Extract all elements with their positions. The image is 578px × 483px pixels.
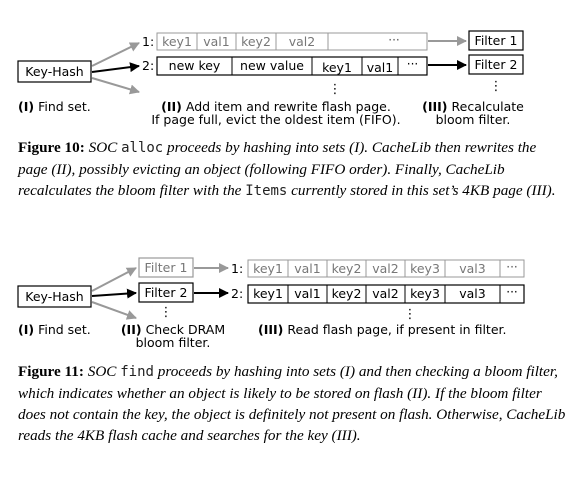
fig11-step-3: (III) Read flash page, if present in fil… bbox=[258, 323, 506, 336]
set-2-val1: val1 bbox=[367, 60, 393, 75]
set-2-new-key: new key bbox=[169, 58, 221, 73]
fig11-step-2-line-2: bloom filter. bbox=[135, 335, 211, 350]
fig11-step-1: (I) Find set. bbox=[18, 323, 91, 336]
key-hash-label: Key-Hash bbox=[25, 64, 83, 79]
figure-10-caption-part-2: proceeds by hashing into sets (I). Cache… bbox=[18, 139, 537, 199]
filters-vdots: ⋮ bbox=[490, 79, 503, 94]
figure-11-caption-code-find: find bbox=[120, 364, 154, 380]
arrow-to-set-3 bbox=[91, 77, 140, 95]
fig10-step-2: (II) Add item and rewrite flash page. If… bbox=[136, 100, 416, 126]
fig11-step-2-line-1: Check DRAM bbox=[145, 322, 226, 337]
figure-11-caption-part-2: proceeds by hashing into sets (I) and th… bbox=[18, 363, 566, 444]
set-2-new-value: new value bbox=[240, 58, 304, 73]
fig10-step-1: (I) Find set. bbox=[18, 100, 91, 113]
fig10-step-1-text: Find set. bbox=[38, 99, 91, 114]
figure-10-caption-code-alloc: alloc bbox=[121, 140, 164, 156]
fig10-step-3-line-1: Recalculate bbox=[451, 99, 524, 114]
fig11-step-2-number: (II) bbox=[120, 322, 142, 337]
set-2-key1: key1 bbox=[322, 60, 352, 75]
fig10-step-3: (III) Recalculate bloom filter. bbox=[418, 100, 528, 126]
fig10-step-2-line-2: If page full, evict the oldest item (FIF… bbox=[151, 112, 401, 127]
fig11-step-1-number: (I) bbox=[18, 322, 35, 337]
fig10-step-2-line-1: Add item and rewrite flash page. bbox=[185, 99, 391, 114]
figure-10-caption-code-items: Items bbox=[245, 183, 288, 199]
figure-10-caption-part-1: SOC bbox=[84, 139, 122, 156]
figure-11-caption-part-1: SOC bbox=[83, 363, 121, 380]
set-1-ellipsis: ··· bbox=[388, 33, 399, 47]
set-2-page bbox=[156, 56, 428, 76]
set-1-page bbox=[156, 32, 428, 51]
filter-1-box bbox=[468, 30, 524, 51]
sets-vdots: ⋮ bbox=[329, 82, 342, 97]
arrow-to-set-1 bbox=[91, 42, 140, 67]
arrow-to-set-2 bbox=[91, 62, 140, 73]
figure-11-caption-label: Figure 11: bbox=[18, 363, 84, 380]
set-1-val2: val2 bbox=[289, 34, 315, 49]
fig10-step-1-number: (I) bbox=[18, 99, 35, 114]
set-1-val1: val1 bbox=[203, 34, 229, 49]
fig11-step-3-text: Read flash page, if present in filter. bbox=[287, 322, 507, 337]
fig11-step-3-number: (III) bbox=[258, 322, 284, 337]
fig10-step-3-number: (III) bbox=[422, 99, 448, 114]
fig11-step-1-text: Find set. bbox=[38, 322, 91, 337]
figure-10-caption: Figure 10: SOC alloc proceeds by hashing… bbox=[18, 137, 566, 202]
fig10-step-2-number: (II) bbox=[161, 99, 182, 114]
filter-2-box bbox=[468, 54, 524, 75]
figure-11-caption: Figure 11: SOC find proceeds by hashing … bbox=[18, 361, 566, 446]
set-1-key1: key1 bbox=[162, 34, 192, 49]
set-2-ellipsis: ··· bbox=[407, 57, 418, 71]
figure-10-caption-part-3: currently stored in this set’s 4KB page … bbox=[287, 182, 556, 199]
fig10-step-3-line-2: bloom filter. bbox=[435, 112, 511, 127]
filter-2-label: Filter 2 bbox=[475, 57, 518, 72]
set-1-key2: key2 bbox=[241, 34, 271, 49]
row-1-index: 1: bbox=[142, 34, 154, 49]
figure-10-caption-label: Figure 10: bbox=[18, 139, 85, 156]
key-hash-box bbox=[17, 60, 92, 83]
filter-1-label: Filter 1 bbox=[475, 33, 518, 48]
fig11-step-2: (II) Check DRAM bloom filter. bbox=[114, 323, 232, 349]
row-2-index: 2: bbox=[142, 58, 154, 73]
